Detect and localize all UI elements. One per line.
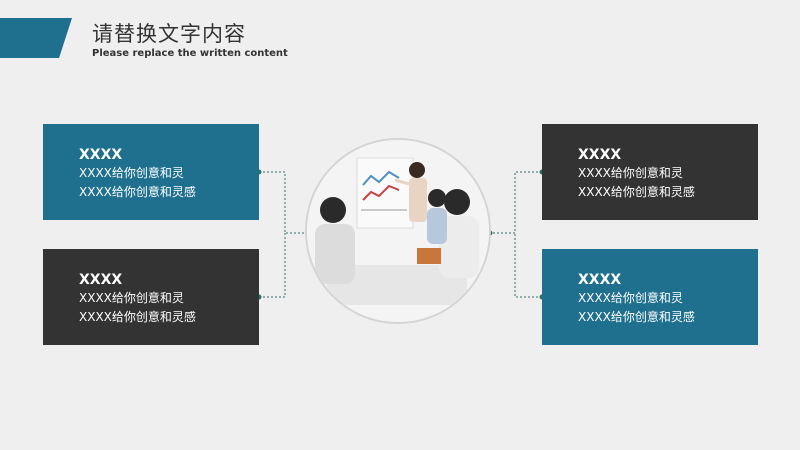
card-heading: XXXX (578, 147, 622, 163)
page-title: 请替换文字内容 (92, 22, 246, 46)
card-top-left: XXXX XXXX给你创意和灵 XXXX给你创意和灵感 (43, 124, 259, 220)
card-line-2: XXXX给你创意和灵感 (79, 185, 196, 199)
card-line-2: XXXX给你创意和灵感 (578, 310, 695, 324)
meeting-illustration (307, 140, 489, 322)
card-line-2: XXXX给你创意和灵感 (79, 310, 196, 324)
card-line-1: XXXX给你创意和灵 (79, 291, 184, 305)
card-heading: XXXX (79, 147, 123, 163)
card-line-2: XXXX给你创意和灵感 (578, 185, 695, 199)
card-heading: XXXX (79, 272, 123, 288)
corner-accent-bar (0, 18, 72, 58)
card-line-1: XXXX给你创意和灵 (578, 291, 683, 305)
page-subtitle: Please replace the written content (92, 48, 288, 59)
card-line-1: XXXX给你创意和灵 (578, 166, 683, 180)
card-bottom-right: XXXX XXXX给你创意和灵 XXXX给你创意和灵感 (542, 249, 758, 345)
business-meeting-photo (305, 138, 491, 324)
card-bottom-left: XXXX XXXX给你创意和灵 XXXX给你创意和灵感 (43, 249, 259, 345)
card-line-1: XXXX给你创意和灵 (79, 166, 184, 180)
card-heading: XXXX (578, 272, 622, 288)
card-top-right: XXXX XXXX给你创意和灵 XXXX给你创意和灵感 (542, 124, 758, 220)
